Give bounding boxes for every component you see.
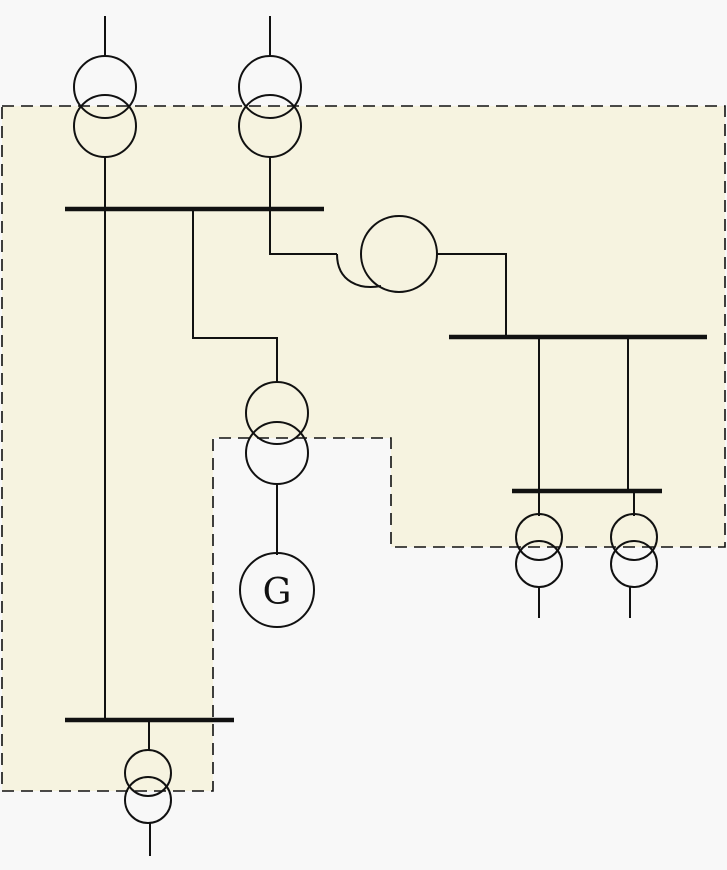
distribution-transformer-2 — [610, 491, 658, 618]
lower-transformer — [124, 720, 172, 856]
feeder-to-reactor — [269, 209, 337, 255]
generator-label: G — [263, 572, 292, 613]
distribution-transformer-1 — [515, 491, 563, 618]
generator: G — [239, 552, 315, 628]
generator-symbol — [239, 552, 315, 628]
substation-zone-boundary — [1, 105, 726, 792]
feeder-from-reactor — [437, 253, 507, 337]
feeder-to-generator-transformer — [192, 209, 278, 383]
